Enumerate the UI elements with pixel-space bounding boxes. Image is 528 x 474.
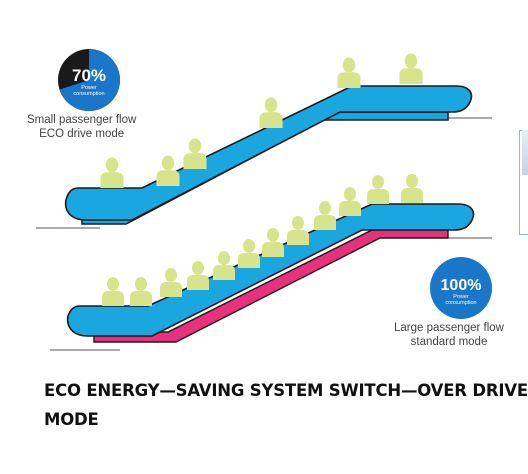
std-badge-sub1: Power <box>453 294 469 300</box>
eco-power-badge: 70% Power consumption <box>58 49 120 111</box>
std-passenger <box>187 261 209 290</box>
eco-badge-blue-sector <box>59 49 120 111</box>
eco-escalator <box>64 85 473 225</box>
diagram-caption: ECO ENERGY—SAVING SYSTEM SWITCH—OVER DRI… <box>44 381 528 429</box>
std-passenger <box>130 277 152 306</box>
eco-label-line1: Small passenger flow <box>27 114 137 126</box>
eco-passenger <box>399 53 423 84</box>
std-passenger <box>213 251 235 280</box>
side-panel-header <box>522 130 528 175</box>
eco-passenger <box>183 138 207 169</box>
std-badge-circle <box>430 257 492 319</box>
std-passenger <box>287 216 309 245</box>
standard-mode-label: Large passenger flow standard mode <box>394 321 504 349</box>
std-passenger <box>160 268 182 297</box>
standard-escalator <box>66 203 475 343</box>
std-passenger <box>262 228 284 257</box>
std-passenger <box>102 277 124 306</box>
std-passenger <box>339 187 361 216</box>
standard-power-badge: 100% Power consumption <box>430 257 492 319</box>
standard-passengers <box>102 174 423 306</box>
eco-escalator-handrail <box>64 85 473 221</box>
eco-passenger <box>156 155 180 186</box>
std-badge-sub2: consumption <box>445 300 476 306</box>
std-passenger <box>367 175 389 204</box>
eco-passengers <box>100 53 423 188</box>
eco-passenger <box>100 157 124 188</box>
std-passenger <box>314 201 336 230</box>
eco-badge-sub2: consumption <box>73 91 104 97</box>
std-passenger <box>238 239 260 268</box>
std-badge-percent: 100% <box>441 277 482 294</box>
std-passenger <box>401 174 423 203</box>
std-escalator-handrail <box>66 203 475 337</box>
eco-badge-percent: 70% <box>72 66 106 85</box>
eco-mode-label: Small passenger flow ECO drive mode <box>27 113 136 141</box>
std-label-line2: standard mode <box>410 336 488 348</box>
std-label-line1: Large passenger flow <box>394 322 504 334</box>
eco-passenger <box>259 97 283 128</box>
eco-label-line2: ECO drive mode <box>39 128 125 140</box>
eco-badge-sub1: Power <box>81 85 97 91</box>
eco-passenger <box>337 57 361 88</box>
